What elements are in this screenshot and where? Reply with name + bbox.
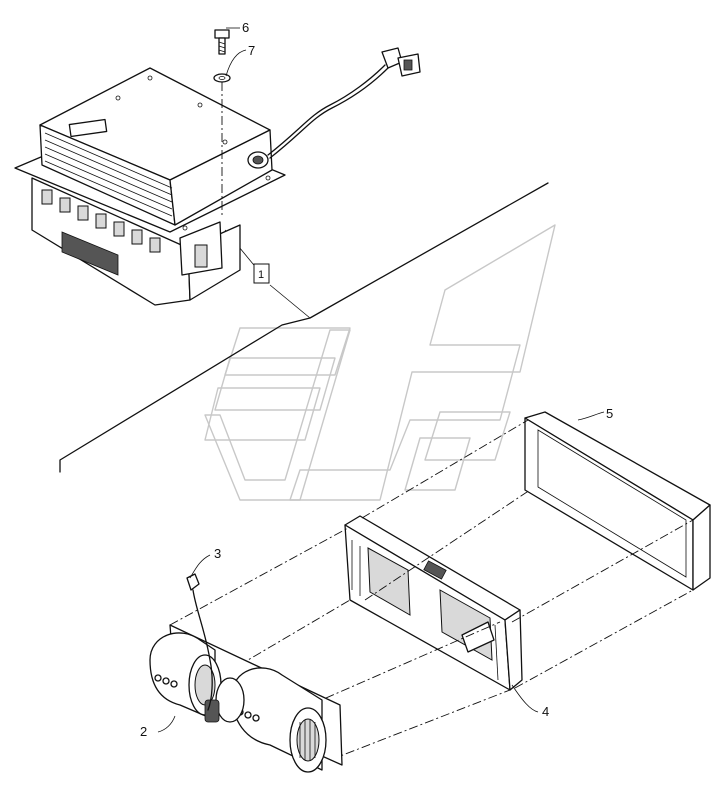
frame-cutouts xyxy=(41,189,161,276)
cooling-fins xyxy=(44,132,173,217)
callout-leaders xyxy=(157,27,605,733)
callout-1: 1 xyxy=(258,269,264,281)
callout-5: 5 xyxy=(606,406,613,421)
wiring-harness xyxy=(267,47,421,159)
callout-box-1 xyxy=(253,263,270,284)
callout-labels: 1 2 3 4 5 6 7 xyxy=(140,20,613,739)
heater-control-unit xyxy=(14,67,286,306)
impeller-blades xyxy=(299,720,316,760)
callout-7: 7 xyxy=(248,43,255,58)
callout-4: 4 xyxy=(542,704,549,719)
blower-housing-frame xyxy=(344,515,523,691)
screw-and-washer xyxy=(213,29,231,215)
blower-fan-assembly xyxy=(149,624,343,773)
callout-3: 3 xyxy=(214,546,221,561)
callout-2: 2 xyxy=(140,724,147,739)
frame-ribs xyxy=(351,540,499,681)
seal-gasket xyxy=(524,411,711,591)
callout-6: 6 xyxy=(242,20,249,35)
assembly-dash-lines xyxy=(169,419,694,761)
